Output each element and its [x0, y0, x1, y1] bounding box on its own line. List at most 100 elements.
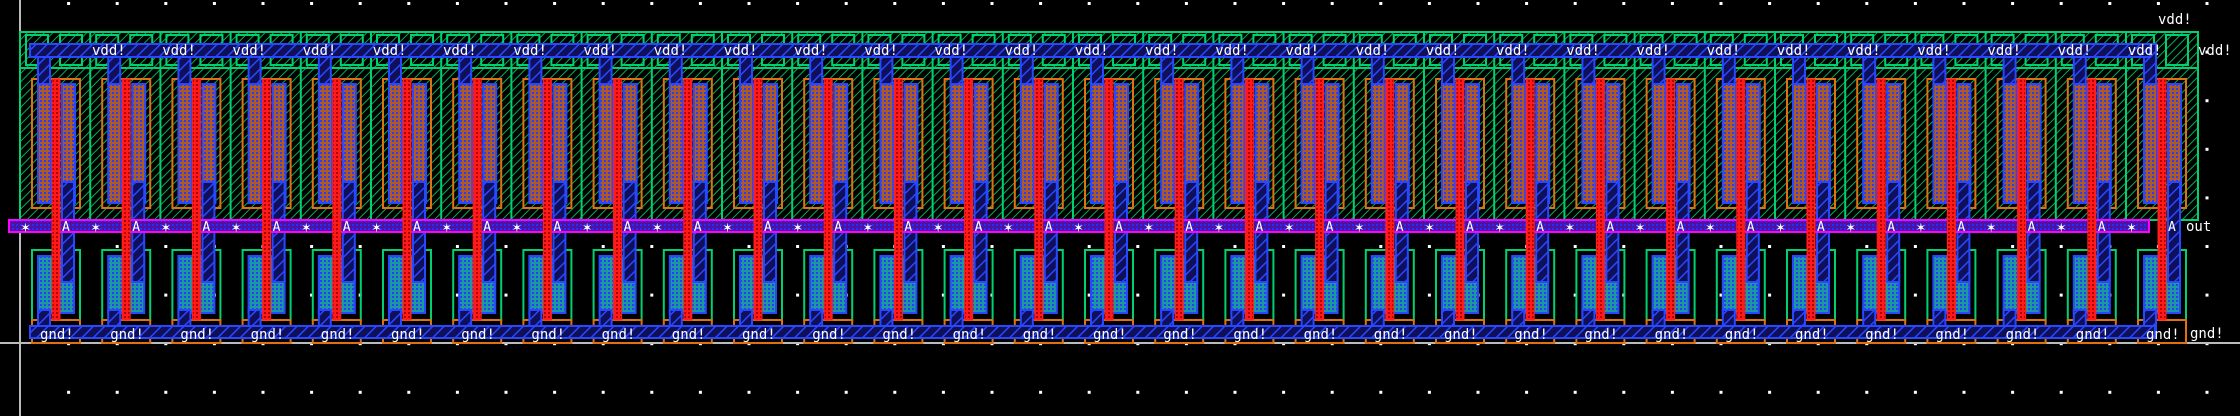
poly-gate[interactable]: [1244, 78, 1254, 321]
grid-dot: [1330, 390, 1334, 394]
gnd-label: gnd!: [40, 327, 74, 343]
pin-star-marker: ✶: [21, 218, 30, 236]
grid-dot: [1962, 390, 1966, 394]
grid-dot: [941, 390, 945, 394]
poly-gate[interactable]: [332, 78, 342, 321]
pin-star-marker: ✶: [1706, 218, 1715, 236]
gnd-label: gnd!: [2146, 327, 2180, 343]
grid-dot: [1913, 245, 1917, 248]
grid-dot: [1719, 245, 1723, 248]
poly-gate[interactable]: [1034, 78, 1044, 321]
poly-gate[interactable]: [51, 78, 61, 321]
grid-dot: [261, 2, 265, 5]
pmos-source-contact: [1230, 83, 1246, 204]
poly-gate[interactable]: [1315, 78, 1325, 321]
grid-dot: [407, 2, 411, 5]
inverter-cell[interactable]: [1703, 32, 1768, 344]
poly-gate[interactable]: [1455, 78, 1465, 321]
input-pin-label: A: [694, 220, 702, 235]
poly-gate[interactable]: [2017, 78, 2027, 321]
pmos-source-contact: [1581, 83, 1597, 204]
pmos-source-contact: [1792, 83, 1807, 204]
poly-gate[interactable]: [753, 78, 763, 321]
grid-dot: [698, 390, 702, 394]
poly-gate[interactable]: [1385, 78, 1395, 321]
poly-gate[interactable]: [823, 78, 833, 321]
grid-dot: [1136, 245, 1140, 248]
input-pin-label: A: [1185, 220, 1193, 235]
pin-star-marker: ✶: [1425, 218, 1434, 236]
poly-gate[interactable]: [402, 78, 412, 321]
grid-dot: [796, 293, 800, 297]
poly-gate[interactable]: [1595, 78, 1605, 321]
gnd-label: gnd!: [1023, 327, 1057, 343]
input-pin-label: A: [202, 220, 210, 235]
poly-gate[interactable]: [1946, 78, 1956, 321]
grid-dot: [941, 2, 945, 5]
poly-gate[interactable]: [2157, 78, 2167, 321]
grid-dot: [2205, 293, 2209, 297]
poly-gate[interactable]: [1174, 78, 1184, 321]
poly-gate[interactable]: [1104, 78, 1114, 321]
vdd-rail[interactable]: [29, 43, 2151, 58]
gnd-label: gnd!: [1725, 327, 1759, 343]
poly-gate[interactable]: [683, 78, 693, 321]
grid-dot: [1476, 390, 1480, 394]
vdd-label: vdd!: [724, 43, 758, 59]
input-pin-label: A: [1045, 220, 1053, 235]
poly-gate[interactable]: [2087, 78, 2097, 321]
pin-star-marker: ✶: [372, 218, 381, 236]
gnd-label: gnd!: [461, 327, 495, 343]
vdd-label: vdd!: [373, 43, 407, 59]
poly-gate[interactable]: [262, 78, 272, 321]
grid-dot: [1087, 2, 1091, 5]
grid-dot: [650, 2, 654, 5]
poly-gate[interactable]: [542, 78, 552, 321]
poly-gate[interactable]: [191, 78, 201, 321]
grid-dot: [358, 245, 362, 248]
gnd-label: gnd!: [1935, 327, 1969, 343]
cell-array: [19, 32, 2189, 344]
poly-gate[interactable]: [1525, 78, 1535, 321]
pin-star-marker: ✶: [653, 218, 662, 236]
grid-dot: [747, 2, 751, 5]
grid-dot: [990, 390, 994, 394]
grid-dot: [1427, 245, 1431, 248]
input-pin-label: A: [904, 220, 912, 235]
gnd-rail[interactable]: [29, 325, 2156, 339]
vdd-pin-label: vdd!: [2158, 12, 2192, 28]
grid-dot: [1087, 245, 1091, 248]
input-pin-label: A: [975, 220, 983, 235]
pmos-source-contact: [317, 83, 333, 204]
inverter-cell[interactable]: [299, 32, 364, 344]
grid-dot: [1719, 293, 1723, 297]
input-pin-label: A: [273, 220, 281, 235]
poly-gate[interactable]: [472, 78, 482, 321]
poly-gate[interactable]: [964, 78, 974, 321]
pmos-source-contact: [247, 83, 263, 204]
poly-gate[interactable]: [121, 78, 131, 321]
poly-gate[interactable]: [1806, 78, 1816, 321]
poly-gate[interactable]: [1876, 78, 1886, 321]
poly-gate[interactable]: [613, 78, 623, 321]
gnd-label: gnd!: [602, 327, 636, 343]
input-pin-label: A: [1466, 220, 1474, 235]
pin-star-marker: ✶: [91, 218, 100, 236]
poly-gate[interactable]: [1736, 78, 1746, 321]
grid-dot: [1670, 390, 1674, 394]
pmos-source-contact: [37, 83, 52, 204]
grid-dot: [1379, 245, 1383, 248]
grid-dot: [553, 390, 557, 394]
gnd-label: gnd!: [1374, 327, 1408, 343]
grid-dot: [1865, 390, 1869, 394]
pin-star-marker: ✶: [1144, 218, 1153, 236]
gnd-label: gnd!: [672, 327, 706, 343]
grid-dot: [1233, 390, 1237, 394]
poly-gate[interactable]: [893, 78, 903, 321]
grid-dot: [601, 245, 605, 248]
grid-dot: [1816, 2, 1820, 5]
gnd-label: gnd!: [882, 327, 916, 343]
grid-dot: [1525, 2, 1529, 5]
poly-gate[interactable]: [1666, 78, 1676, 321]
